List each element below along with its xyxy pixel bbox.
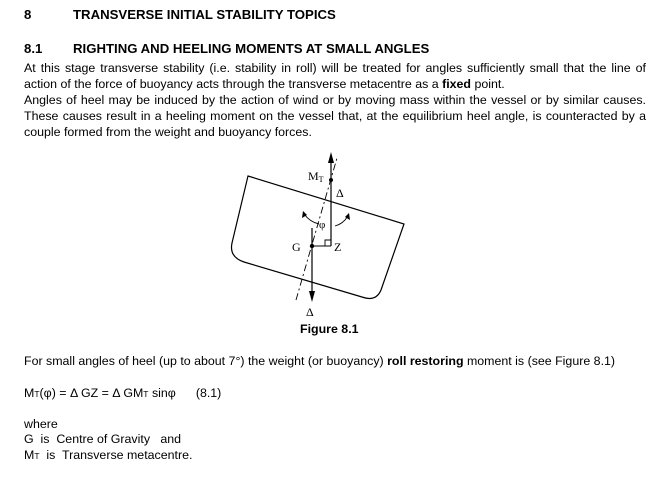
label-phi: φ: [319, 219, 325, 231]
label-mt: MT: [308, 169, 324, 184]
label-delta-top: Δ: [336, 186, 344, 200]
paragraph-3: For small angles of heel (up to about 7°…: [24, 354, 616, 368]
bold-fixed: fixed: [442, 77, 471, 91]
where-label: where: [24, 417, 58, 431]
heel-arc-left-arrow: [302, 211, 307, 218]
label-g: G: [292, 240, 301, 254]
heel-arc-left: [303, 213, 320, 225]
weight-arrowhead: [309, 291, 315, 302]
equation-8-1: MT(φ) = Δ GZ = Δ GMT sinφ(8.1): [24, 386, 222, 400]
label-delta-bottom: Δ: [306, 305, 314, 319]
section-number: 8: [24, 7, 32, 22]
subsection-title: RIGHTING AND HEELING MOMENTS AT SMALL AN…: [73, 41, 430, 56]
bold-roll-restoring: roll restoring: [387, 354, 464, 368]
point-mt: [329, 178, 333, 182]
right-angle-marker: [324, 239, 331, 246]
hull-outline: [230, 175, 405, 300]
point-g: [309, 243, 315, 249]
section-title: TRANSVERSE INITIAL STABILITY TOPICS: [73, 7, 336, 22]
label-z: Z: [334, 240, 341, 254]
subsection-number: 8.1: [24, 41, 43, 56]
heel-arc-right-arrow: [345, 213, 350, 220]
paragraph-2: Angles of heel may be induced by the act…: [24, 93, 646, 139]
buoyancy-arrowhead: [328, 152, 334, 163]
where-item-g: G is Centre of Gravity and: [24, 432, 182, 446]
where-item-mt: MT is Transverse metacentre.: [24, 448, 193, 462]
paragraph-1: At this stage transverse stability (i.e.…: [24, 61, 646, 91]
equation-number: (8.1): [195, 386, 222, 400]
figure-caption: Figure 8.1: [300, 322, 359, 336]
